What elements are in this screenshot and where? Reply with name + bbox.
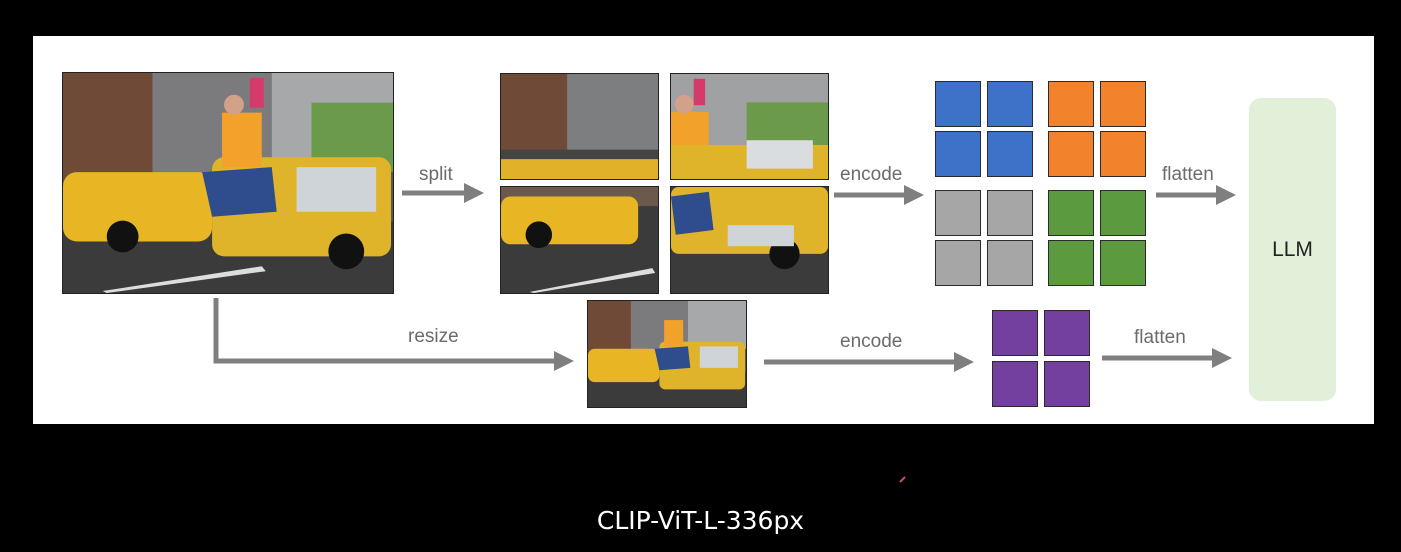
flatten-top-label: flatten [1162,164,1214,185]
crop-photo [671,74,828,179]
token-blue [987,81,1033,127]
token-orange [1100,81,1146,127]
token-orange [1048,81,1094,127]
crop-photo [501,187,658,293]
token-gray [987,190,1033,236]
crop-bottom-right [670,186,829,294]
token-orange [1048,131,1094,177]
original-image [62,72,394,294]
resize-label: resize [408,326,459,347]
token-purple [1044,310,1090,356]
token-blue [935,81,981,127]
token-green [1100,240,1146,286]
token-blue [935,131,981,177]
crop-photo [501,74,658,179]
crop-top-left [500,73,659,180]
crop-top-right [670,73,829,180]
token-orange [1100,131,1146,177]
crop-photo [671,187,828,293]
token-green [1048,190,1094,236]
token-purple [1044,361,1090,407]
token-gray [987,240,1033,286]
resize-arrow [213,298,574,371]
token-green [1048,240,1094,286]
token-gray [935,190,981,236]
flatten-bottom-label: flatten [1134,327,1186,348]
street-scene-photo [63,73,393,293]
encode-top-label: encode [840,164,903,185]
llm-label: LLM [1272,237,1313,261]
llm-block: LLM [1249,98,1336,401]
token-purple [992,361,1038,407]
crop-bottom-left [500,186,659,294]
token-blue [987,131,1033,177]
token-purple [992,310,1038,356]
split-label: split [419,164,453,185]
encode-bottom-label: encode [840,331,903,352]
cursor-mark [899,476,906,483]
resized-image [587,300,747,408]
caption: CLIP-ViT-L-336px [596,506,805,535]
token-gray [935,240,981,286]
resized-photo [588,301,746,407]
token-green [1100,190,1146,236]
